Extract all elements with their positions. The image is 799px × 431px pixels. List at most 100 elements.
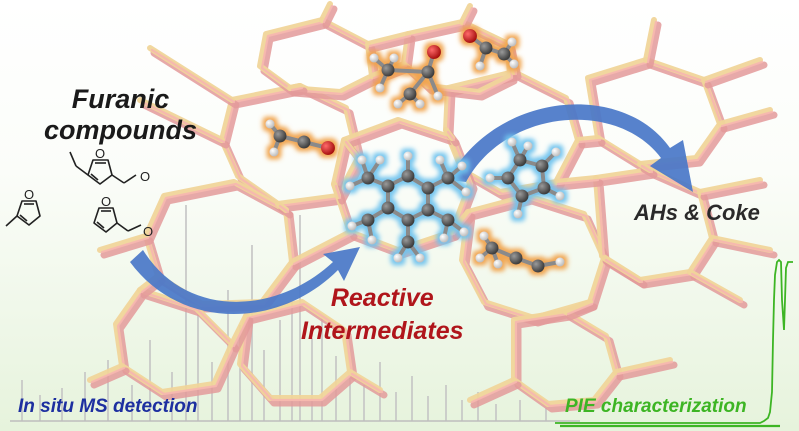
- oxygen-atom-label: O: [143, 224, 153, 239]
- framework-rod-shadow: [452, 213, 476, 241]
- framework-rod-highlight: [462, 6, 474, 26]
- framework-rod-highlight: [446, 130, 456, 142]
- framework-rod-highlight: [704, 60, 764, 84]
- ahs-coke-label: AHs & Coke: [634, 200, 760, 225]
- framework-rod-highlight: [344, 140, 362, 162]
- hydrogen-atom: [375, 155, 385, 165]
- reactive-line1: Reactive: [330, 284, 434, 312]
- framework-rod: [563, 299, 593, 315]
- framework-rod-highlight: [350, 372, 384, 394]
- furanic-line1: Furanic: [71, 84, 170, 114]
- framework-rod: [319, 1, 333, 23]
- furanic-compounds-label: Furanic compounds: [44, 84, 197, 146]
- hydrogen-atom: [403, 151, 413, 161]
- framework-rod-shadow: [470, 381, 522, 409]
- hydrogen-atom: [555, 257, 565, 267]
- hydrogen-atom: [389, 53, 399, 63]
- oxygen-atom-label: O: [140, 169, 150, 184]
- framework-rod-highlight: [700, 180, 764, 196]
- framework-rod-shadow: [290, 87, 308, 97]
- framework-rod-highlight: [514, 312, 620, 408]
- framework-rod: [287, 83, 303, 91]
- framework-rod-shadow: [646, 21, 662, 69]
- framework-rod-highlight: [260, 20, 376, 96]
- carbon-atom: [403, 87, 417, 101]
- framework-rod-shadow: [704, 61, 768, 89]
- framework-rod: [459, 3, 473, 25]
- furfural-molecule: [93, 207, 142, 233]
- framework-rod: [449, 209, 471, 235]
- framework-rod: [365, 31, 411, 47]
- framework-rod-highlight: [100, 236, 150, 254]
- framework-rod: [697, 177, 763, 195]
- hydrogen-atom: [265, 119, 275, 129]
- framework-rod-shadow: [556, 179, 604, 191]
- framework-rod-shadow: [100, 237, 154, 259]
- hydrogen-atom: [509, 59, 519, 69]
- hydrogen-atom: [493, 259, 503, 269]
- hydrogen-atom: [461, 187, 471, 197]
- framework-rod: [97, 233, 149, 253]
- hydrogen-atom: [475, 61, 485, 71]
- framework-rod-highlight: [616, 360, 674, 376]
- oxygen-atom-label: O: [95, 146, 105, 161]
- framework-rod-shadow: [322, 5, 338, 29]
- framework-rod-highlight: [232, 316, 250, 348]
- framework-rod-highlight: [720, 110, 774, 128]
- carbon-atom: [381, 179, 395, 193]
- framework-rod-highlight: [640, 164, 654, 174]
- oxygen-atom-label: O: [24, 187, 34, 202]
- carbon-atom: [421, 203, 435, 217]
- carbon-atom: [485, 241, 499, 255]
- ketene-molecule: [265, 119, 335, 157]
- hydrogen-atom: [367, 235, 377, 245]
- carbon-atom: [537, 181, 551, 195]
- oxygen-atom-label: O: [101, 194, 111, 209]
- hydrogen-atom: [507, 137, 517, 147]
- framework-rod-highlight: [470, 380, 518, 404]
- framework-rod-highlight: [290, 86, 304, 92]
- carbon-atom: [421, 181, 435, 195]
- framework-rod-highlight: [452, 212, 472, 236]
- hydrogen-atom: [479, 231, 489, 241]
- framework-rod-shadow: [578, 139, 606, 149]
- carbon-atom: [381, 201, 395, 215]
- polycyclic-intermediate-molecule: [345, 151, 471, 263]
- carbon-atom: [509, 251, 523, 265]
- framework-rod-highlight: [604, 258, 644, 284]
- framework-rod-highlight: [566, 302, 594, 316]
- pie-characterization-label: PIE characterization: [565, 396, 747, 417]
- carbon-atom: [497, 47, 511, 61]
- framework-rod: [87, 363, 125, 383]
- carbon-atom: [531, 259, 545, 273]
- framework-rod-highlight: [116, 290, 236, 396]
- acetone-molecule: [369, 45, 443, 109]
- carbon-atom: [361, 213, 375, 227]
- framework-rod-shadow: [712, 239, 778, 259]
- framework-rod: [709, 235, 773, 253]
- framework-rod: [331, 181, 341, 199]
- carbon-atom: [381, 63, 395, 77]
- framework-rod-highlight: [150, 48, 236, 104]
- furanic-line2: compounds: [44, 115, 197, 145]
- carbon-atom: [273, 129, 287, 143]
- hydrogen-atom: [555, 191, 565, 201]
- hydrogen-atom: [369, 53, 379, 63]
- carbon-atom: [441, 171, 455, 185]
- carbon-atom: [401, 169, 415, 183]
- framework-rod-highlight: [240, 302, 354, 402]
- framework-rod: [701, 57, 763, 83]
- framework-rod-highlight: [588, 60, 724, 168]
- framework-rod-shadow: [232, 317, 254, 353]
- hydrogen-atom: [507, 37, 517, 47]
- hydrogen-atom: [551, 147, 561, 157]
- framework-rod-shadow: [720, 111, 778, 133]
- framework-rod: [613, 357, 673, 375]
- framework-rod-highlight: [140, 100, 226, 144]
- oxygen-atom: [463, 29, 477, 43]
- hydrogen-atom: [433, 91, 443, 101]
- framework-rod-highlight: [578, 138, 602, 144]
- hydrogen-atom: [523, 141, 533, 151]
- framework-rod: [289, 229, 353, 265]
- framework-rod-highlight: [292, 232, 354, 266]
